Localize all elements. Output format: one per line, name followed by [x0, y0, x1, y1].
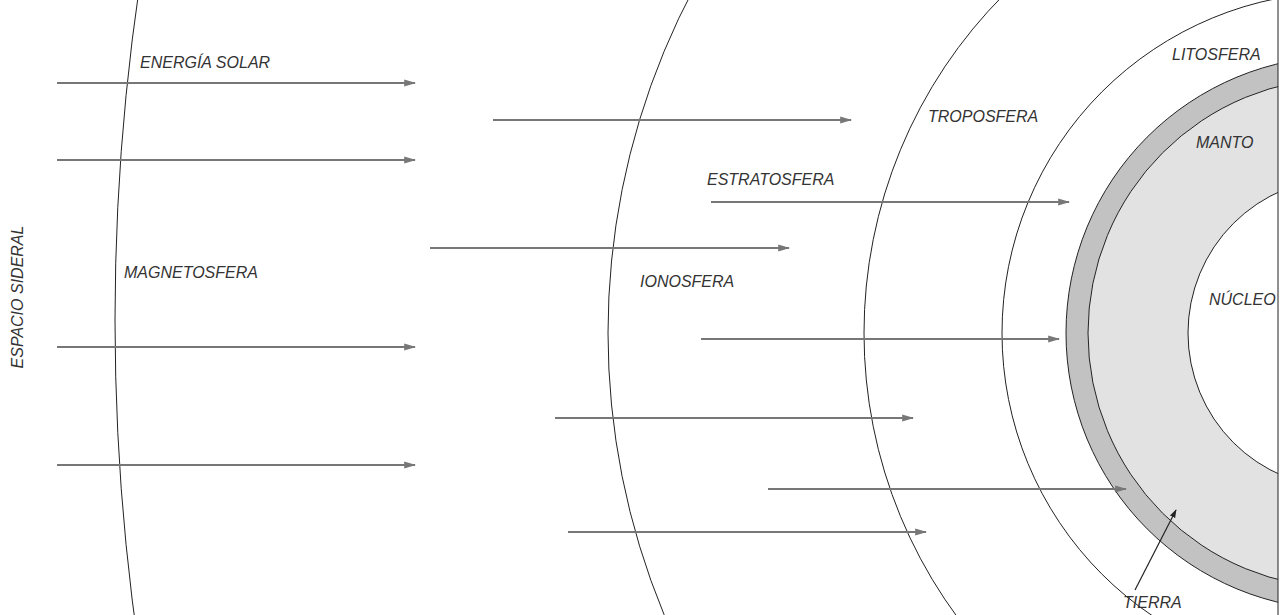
vertical-label: ESPACIO SIDERAL [9, 226, 27, 369]
layer-label: NÚCLEO [1209, 291, 1276, 309]
magnetosphere-arc [115, 0, 1278, 615]
core-disc [1188, 178, 1278, 488]
solar-ray [711, 201, 1069, 203]
solar-ray [57, 346, 415, 348]
layer-label: TROPOSFERA [928, 108, 1038, 126]
troposphere-arc [1002, 0, 1278, 615]
stratosphere-arc [864, 0, 1278, 615]
layer-label: ESTRATOSFERA [707, 171, 834, 189]
solar-ray [57, 464, 415, 466]
solar-ray [568, 531, 926, 533]
solar-ray [493, 119, 851, 121]
solar-ray [555, 417, 913, 419]
pointer-label: TIERRA [1123, 594, 1182, 612]
leader-line [1135, 510, 1176, 590]
mantle-disc [1088, 78, 1278, 588]
layer-label: LITOSFERA [1172, 46, 1261, 64]
frame-edge [1278, 0, 1279, 615]
layer-label: MAGNETOSFERA [124, 264, 258, 282]
lithosphere-disc [1066, 56, 1278, 610]
solar-ray [701, 338, 1059, 340]
solar-ray [57, 82, 415, 84]
solar-ray [57, 159, 415, 161]
ionosphere-arc [608, 0, 1278, 615]
caption-label: ENERGÍA SOLAR [140, 54, 270, 72]
layer-label: MANTO [1196, 134, 1253, 152]
layer-label: IONOSFERA [640, 273, 734, 291]
solar-ray [430, 247, 789, 249]
solar-ray [768, 488, 1126, 490]
